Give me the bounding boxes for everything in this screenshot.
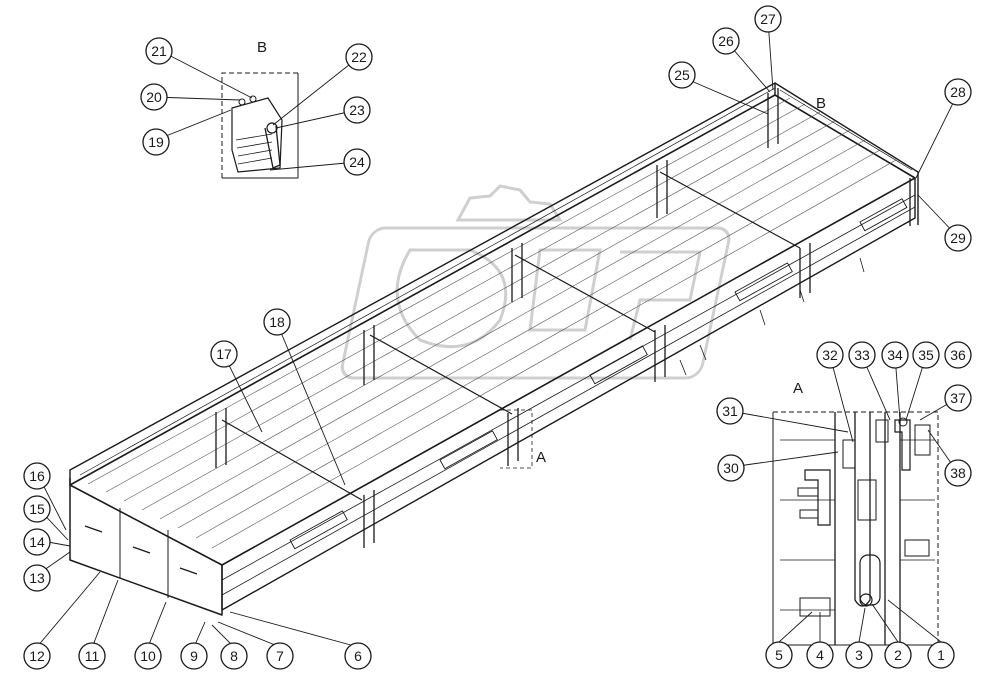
callout-34: 34 <box>881 341 909 369</box>
callout-12: 12 <box>23 642 51 670</box>
detail-view-a-title: A <box>793 380 803 397</box>
callout-8: 8 <box>220 642 248 670</box>
callout-32: 32 <box>816 341 844 369</box>
svg-text:20: 20 <box>146 89 162 105</box>
svg-text:7: 7 <box>276 648 284 664</box>
svg-text:22: 22 <box>351 49 367 65</box>
callout-9: 9 <box>180 642 208 670</box>
svg-text:21: 21 <box>151 43 167 59</box>
svg-text:28: 28 <box>950 84 966 100</box>
callout-14: 14 <box>23 528 51 556</box>
svg-text:24: 24 <box>349 154 365 170</box>
callout-3: 3 <box>845 641 873 669</box>
svg-text:4: 4 <box>816 647 824 663</box>
svg-text:38: 38 <box>950 465 966 481</box>
callout-36: 36 <box>944 341 972 369</box>
callout-29: 29 <box>944 224 972 252</box>
svg-text:25: 25 <box>674 67 690 83</box>
svg-text:15: 15 <box>29 501 45 517</box>
callout-18: 18 <box>263 308 291 336</box>
svg-text:32: 32 <box>822 347 838 363</box>
callout-5: 5 <box>765 641 793 669</box>
svg-text:2: 2 <box>894 647 902 663</box>
svg-text:18: 18 <box>269 314 285 330</box>
svg-text:6: 6 <box>354 648 362 664</box>
svg-text:34: 34 <box>887 347 903 363</box>
svg-text:9: 9 <box>190 648 198 664</box>
callout-27: 27 <box>754 5 782 33</box>
svg-text:1: 1 <box>937 647 945 663</box>
callout-10: 10 <box>134 642 162 670</box>
svg-text:17: 17 <box>216 346 232 362</box>
svg-text:26: 26 <box>718 33 734 49</box>
svg-text:35: 35 <box>918 347 934 363</box>
svg-text:16: 16 <box>29 468 45 484</box>
callout-24: 24 <box>343 148 371 176</box>
callout-11: 11 <box>78 642 106 670</box>
callout-38: 38 <box>944 459 972 487</box>
callout-17: 17 <box>210 340 238 368</box>
svg-text:19: 19 <box>148 134 164 150</box>
callout-23: 23 <box>343 96 371 124</box>
callout-20: 20 <box>140 83 168 111</box>
callout-37: 37 <box>944 384 972 412</box>
callout-7: 7 <box>266 642 294 670</box>
callout-22: 22 <box>345 43 373 71</box>
svg-text:5: 5 <box>775 647 783 663</box>
svg-text:23: 23 <box>349 102 365 118</box>
callout-25: 25 <box>668 61 696 89</box>
svg-text:30: 30 <box>723 460 739 476</box>
detail-view-a: A <box>772 380 939 646</box>
svg-text:10: 10 <box>140 648 156 664</box>
svg-text:13: 13 <box>29 570 45 586</box>
callout-leaders <box>36 19 959 649</box>
svg-text:37: 37 <box>950 390 966 406</box>
callout-15: 15 <box>23 495 51 523</box>
svg-text:8: 8 <box>230 648 238 664</box>
view-b-marker-label: B <box>816 95 826 112</box>
svg-text:12: 12 <box>29 648 45 664</box>
callout-16: 16 <box>23 462 51 490</box>
view-a-marker-label: A <box>536 449 546 466</box>
svg-text:31: 31 <box>722 403 738 419</box>
view-a-marker <box>500 409 533 469</box>
callout-30: 30 <box>717 454 745 482</box>
svg-text:27: 27 <box>760 11 776 27</box>
callout-6: 6 <box>344 642 372 670</box>
callout-28: 28 <box>944 78 972 106</box>
callout-19: 19 <box>142 128 170 156</box>
callout-33: 33 <box>848 341 876 369</box>
callout-13: 13 <box>23 564 51 592</box>
svg-text:14: 14 <box>29 534 45 550</box>
callout-2: 2 <box>884 641 912 669</box>
callout-31: 31 <box>716 397 744 425</box>
svg-text:36: 36 <box>950 347 966 363</box>
callout-26: 26 <box>712 27 740 55</box>
svg-text:33: 33 <box>854 347 870 363</box>
callout-35: 35 <box>912 341 940 369</box>
svg-text:3: 3 <box>855 647 863 663</box>
detail-view-b-title: B <box>257 39 267 56</box>
svg-text:29: 29 <box>950 230 966 246</box>
svg-text:11: 11 <box>85 648 100 664</box>
callout-21: 21 <box>145 37 173 65</box>
callout-1: 1 <box>927 641 955 669</box>
cargo-platform <box>69 82 919 616</box>
detail-view-b: B <box>221 39 299 179</box>
callout-4: 4 <box>806 641 834 669</box>
